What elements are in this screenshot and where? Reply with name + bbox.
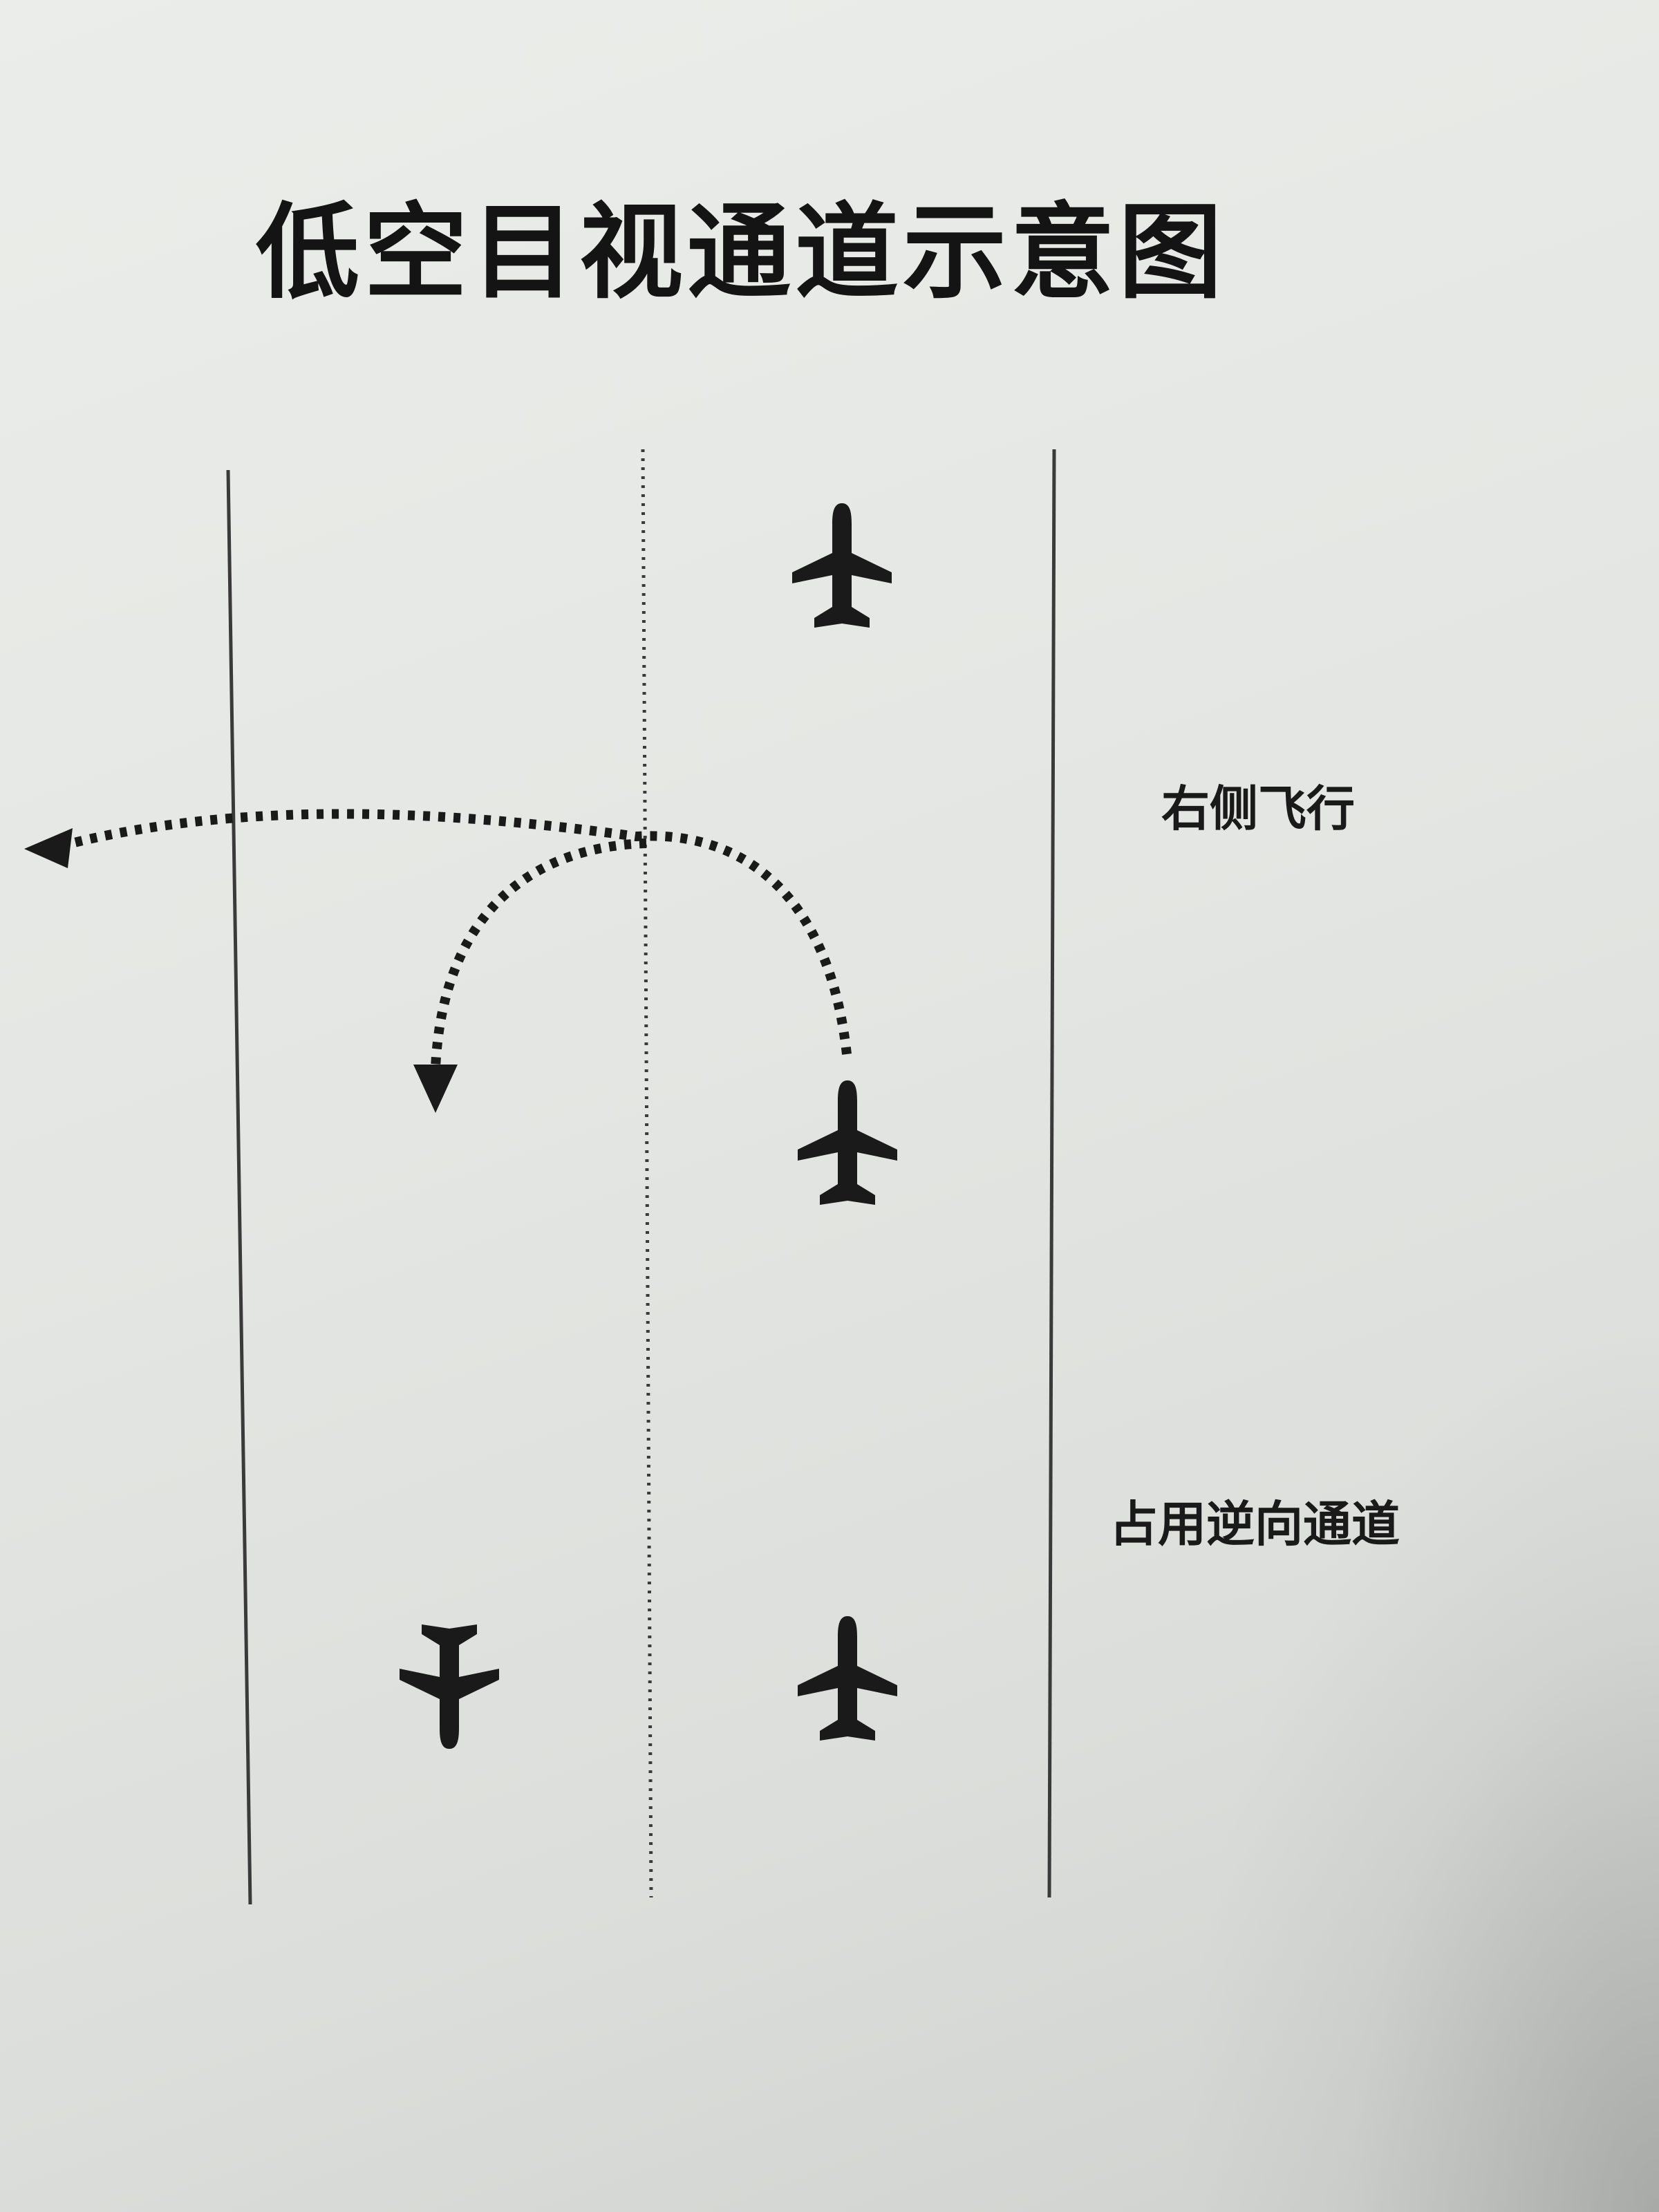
arrowhead-icon [24,828,73,868]
arrowhead-icon [413,1065,458,1113]
turnaround-path-tight [431,838,647,1069]
left-boundary-line [226,469,252,1905]
paper-shadow [1175,1313,1659,2212]
right-boundary-line [1047,449,1056,1898]
label-occupy-reverse-channel: 占用逆向通道 [1109,1496,1400,1553]
label-right-side-flight: 右侧飞行 [1161,780,1355,837]
diagram-title: 低空目视通道示意图 [256,191,1227,313]
turnaround-path-wide [64,809,852,1055]
airplane-icon [798,1080,897,1205]
center-dotted-line [641,449,653,1898]
airplane-icon [792,503,892,628]
airplane-icon [400,1624,499,1749]
airplane-icon [798,1616,897,1741]
